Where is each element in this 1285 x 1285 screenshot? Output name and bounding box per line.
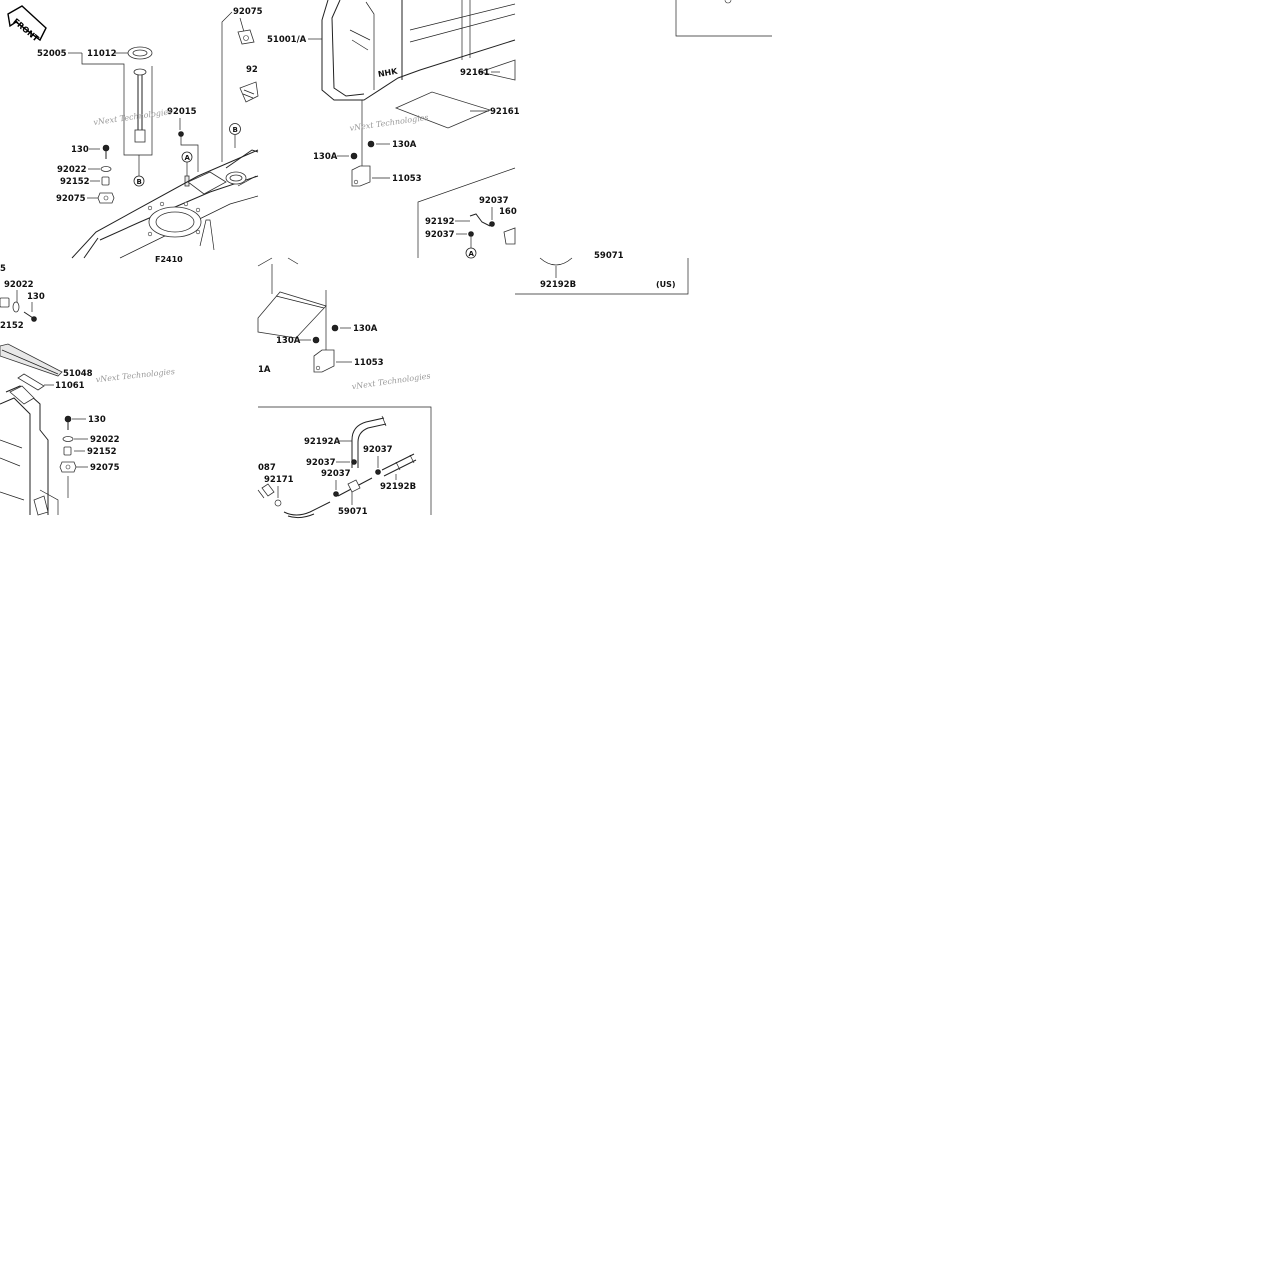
label-130a-a: 130A [392,140,417,150]
label-f2410: F2410 [155,255,183,264]
mounting-bracket-b [313,349,335,373]
svg-text:NHK: NHK [377,67,399,79]
label-92022-b: 92022 [4,280,34,290]
label-11053-b: 11053 [354,358,384,368]
callout-b-2: B [137,178,142,186]
label-92037-d: 92037 [306,458,336,468]
label-92152-left: 92152 [60,177,90,187]
label-5-partial: 5 [0,264,6,274]
label-160-partial: 160 [499,207,517,217]
label-11053-a: 11053 [392,174,422,184]
bracket-part [239,81,259,103]
label-59071-partial: 59071 [594,251,624,261]
front-arrow-icon: FRONT [7,5,47,44]
label-51048: 51048 [63,369,93,379]
fuel-pump-assembly [123,46,153,176]
tile-fuel-pump-area: FRONT 52005 11012 92075 92 92015 [7,5,263,264]
label-92192a: 92192A [304,437,341,447]
watermark-2: vNext Technologies [349,113,429,133]
label-92022-left: 92022 [57,165,87,175]
label-92037-b: 92037 [425,230,455,240]
fuel-tank-body-side: NHK [321,0,516,101]
tile-tank-side: NHK 51001/A 92161 92161 130A 130A 11053 … [267,0,520,259]
label-59071: 59071 [338,507,368,517]
label-52005: 52005 [37,49,67,59]
label-130a-d: 130A [276,336,301,346]
label-11012: 11012 [87,49,117,59]
label-51001a: 51001/A [267,35,307,45]
label-130a-b: 130A [313,152,338,162]
callout-a-1: A [185,154,191,162]
label-130a-c: 130A [353,324,378,334]
fuel-tank-body-lower [0,385,59,516]
label-2152-partial: 2152 [0,321,24,331]
watermark-1: vNext Technologies [93,107,173,127]
heat-shield-lower [257,291,327,339]
tile-inset-continuation: 92192B 59071 (US) [515,0,772,295]
label-92-partial: 92 [246,65,258,75]
label-92075-c: 92075 [90,463,120,473]
watermark-4: vNext Technologies [351,371,431,391]
label-92037-c: 92037 [363,445,393,455]
heat-shield-plate [394,59,516,129]
label-92075-top: 92075 [233,7,263,17]
label-92015: 92015 [167,107,197,117]
label-92037-e: 92037 [321,469,351,479]
tile-bracket-hoses: 130A 130A 1A 11053 vNext Technologies 92… [257,257,432,519]
label-92075-left: 92075 [56,194,86,204]
label-92192: 92192 [425,217,455,227]
label-92171: 92171 [264,475,294,485]
side-cover-panel [0,343,63,377]
mounting-bracket-a [351,165,371,187]
fuel-tank-body-top [71,149,259,259]
label-087-partial: 087 [258,463,276,473]
label-92152-c: 92152 [87,447,117,457]
tile-tank-lower: 5 92022 130 2152 51048 11061 130 [0,264,175,516]
label-92192b-b: 92192B [380,482,416,492]
label-11061: 11061 [55,381,85,391]
label-130-c: 130 [88,415,106,425]
label-130-b: 130 [27,292,45,302]
region-note: (US) [656,280,676,289]
inset-box-hoses-detail: 92192A 92037 92037 92037 92192B 59071 0 [257,406,432,519]
callout-a-2: A [469,250,475,258]
label-92161-a: 92161 [460,68,490,78]
label-92037-a: 92037 [479,196,509,206]
label-1a-partial: 1A [258,365,271,375]
callout-b-1: B [233,126,238,134]
label-130-left: 130 [71,145,89,155]
label-92192b-a: 92192B [540,280,576,290]
inset-box-hoses: 92037 92192 160 92037 A [417,167,517,259]
watermark-3: vNext Technologies [95,367,175,384]
label-92022-c: 92022 [90,435,120,445]
label-92161-b: 92161 [490,107,520,117]
